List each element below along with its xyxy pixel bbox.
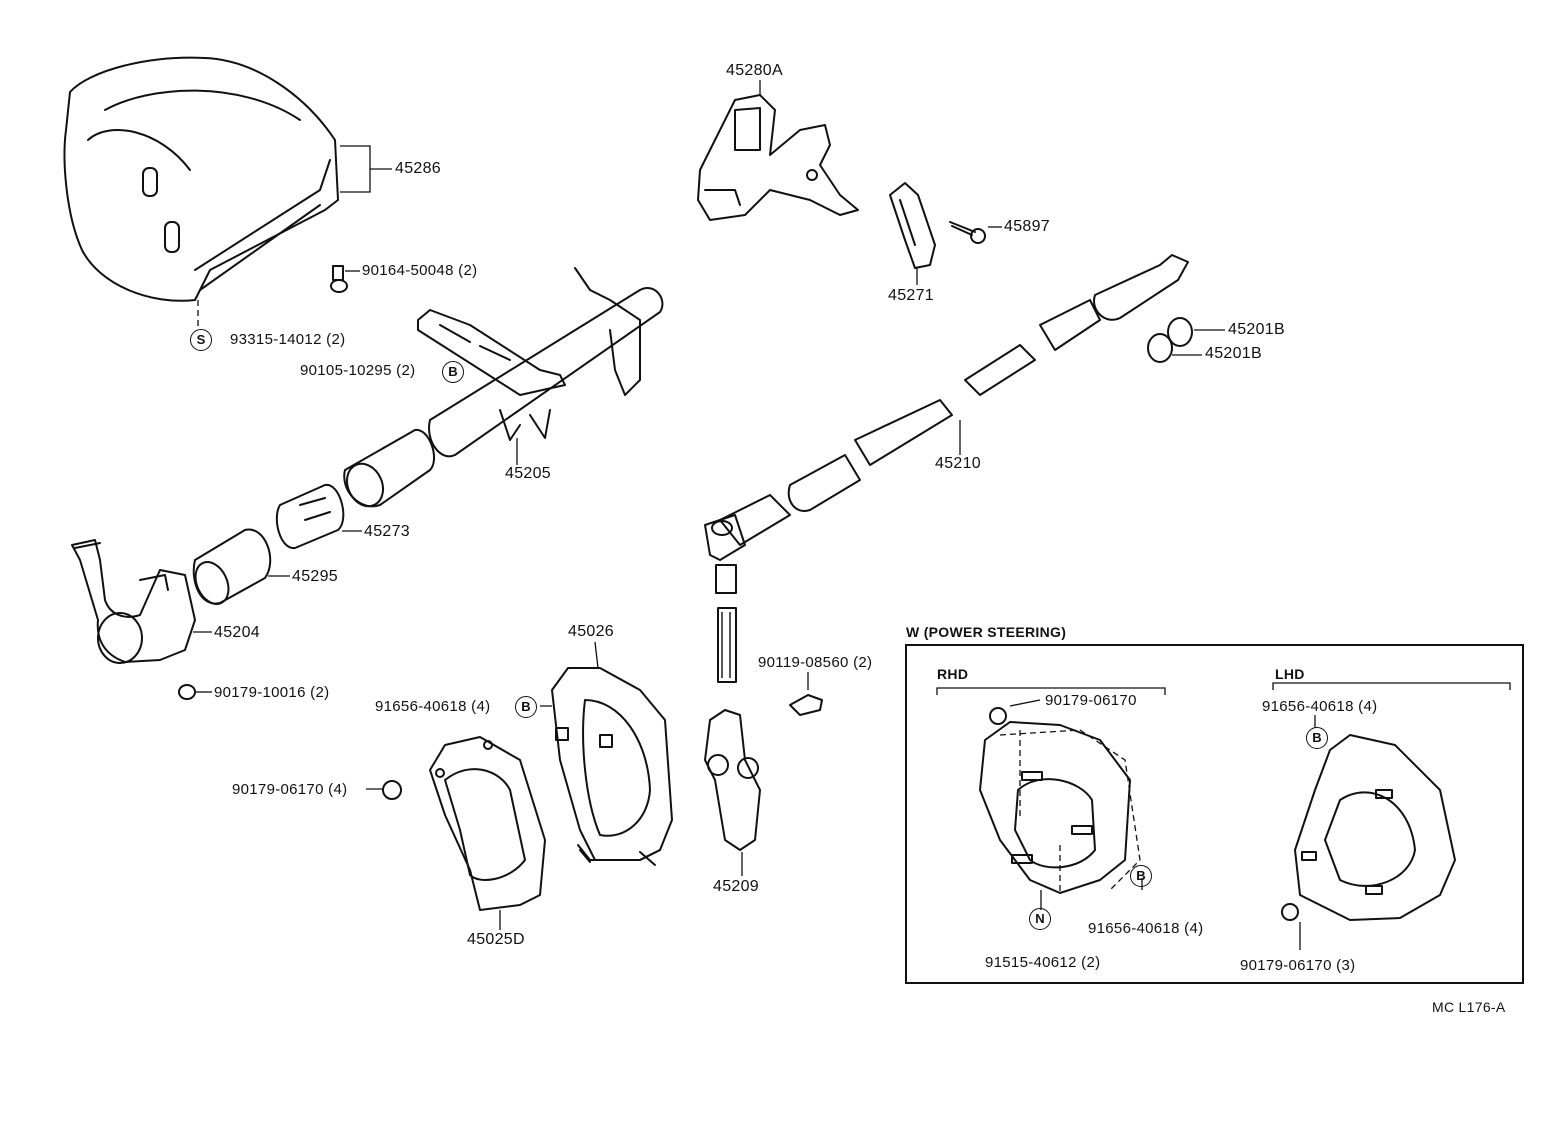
universal-joint-45209: [704, 709, 761, 851]
rhd-heading: RHD: [937, 666, 969, 682]
lhd-plate: [1281, 734, 1456, 921]
label-45026: 45026: [568, 623, 614, 640]
label-45201b-lower: 45201B: [1205, 345, 1262, 362]
nut-90179-06170: [366, 780, 402, 800]
bracket-45271: [889, 182, 936, 269]
inset-title: W (POWER STEERING): [906, 624, 1067, 640]
diagram-code: MC L176-A: [1432, 999, 1506, 1015]
label-93315-14012: 93315-14012 (2): [230, 331, 346, 348]
lhd-heading: LHD: [1275, 666, 1305, 682]
column-sleeve: [343, 429, 435, 508]
label-45025d: 45025D: [467, 931, 525, 948]
rhd-bracket-line: [936, 687, 1166, 695]
rhd-label-90179-06170: 90179-06170: [1045, 692, 1137, 709]
rhd-plate: [979, 707, 1141, 895]
boot-45025D: [429, 736, 546, 911]
lock-housing-45280A: [697, 94, 859, 221]
splined-shaft: [715, 564, 737, 683]
label-45295: 45295: [292, 568, 338, 585]
marker-b: B: [1306, 727, 1328, 749]
label-45280a: 45280A: [726, 62, 783, 79]
label-45897: 45897: [1004, 218, 1050, 235]
bushing-45273: [275, 483, 345, 549]
marker-b: B: [515, 696, 537, 718]
clips-45201B: [1147, 317, 1225, 363]
marker-b: B: [442, 361, 464, 383]
bolt-90119: [789, 672, 823, 716]
label-90164-50048: 90164-50048 (2): [362, 262, 478, 279]
marker-n: N: [1029, 908, 1051, 930]
label-90179-10016: 90179-10016 (2): [214, 684, 330, 701]
label-45273: 45273: [364, 523, 410, 540]
screw-90164: [330, 265, 360, 293]
rhd-label-91515-40612: 91515-40612 (2): [985, 954, 1101, 971]
label-90105-10295: 90105-10295 (2): [300, 362, 416, 379]
label-45286: 45286: [395, 160, 441, 177]
column-cover-45286: [63, 56, 339, 330]
sleeve-45295: [192, 528, 272, 605]
marker-s: S: [190, 329, 212, 351]
label-90179-06170: 90179-06170 (4): [232, 781, 348, 798]
rhd-label-91656-40618: 91656-40618 (4): [1088, 920, 1204, 937]
bolt-45897: [949, 221, 1002, 244]
marker-b: B: [1130, 865, 1152, 887]
switch-housing-45204: [71, 539, 196, 664]
label-45204: 45204: [214, 624, 260, 641]
plate-45026: [551, 667, 673, 866]
label-45271: 45271: [888, 287, 934, 304]
lhd-label-90179-06170: 90179-06170 (3): [1240, 957, 1356, 974]
label-45210: 45210: [935, 455, 981, 472]
nut-90179-10016: [178, 684, 212, 700]
lhd-label-91656-40618: 91656-40618 (4): [1262, 698, 1378, 715]
lhd-bracket-line: [1272, 682, 1511, 690]
label-45201b-upper: 45201B: [1228, 321, 1285, 338]
power-steering-inset-box: [905, 644, 1524, 984]
label-90119-08560: 90119-08560 (2): [758, 654, 873, 671]
column-tube-45205: [417, 267, 664, 458]
steering-shaft-45210: [704, 254, 1189, 561]
label-45209: 45209: [713, 878, 759, 895]
label-91656-40618: 91656-40618 (4): [375, 698, 491, 715]
label-45205: 45205: [505, 465, 551, 482]
